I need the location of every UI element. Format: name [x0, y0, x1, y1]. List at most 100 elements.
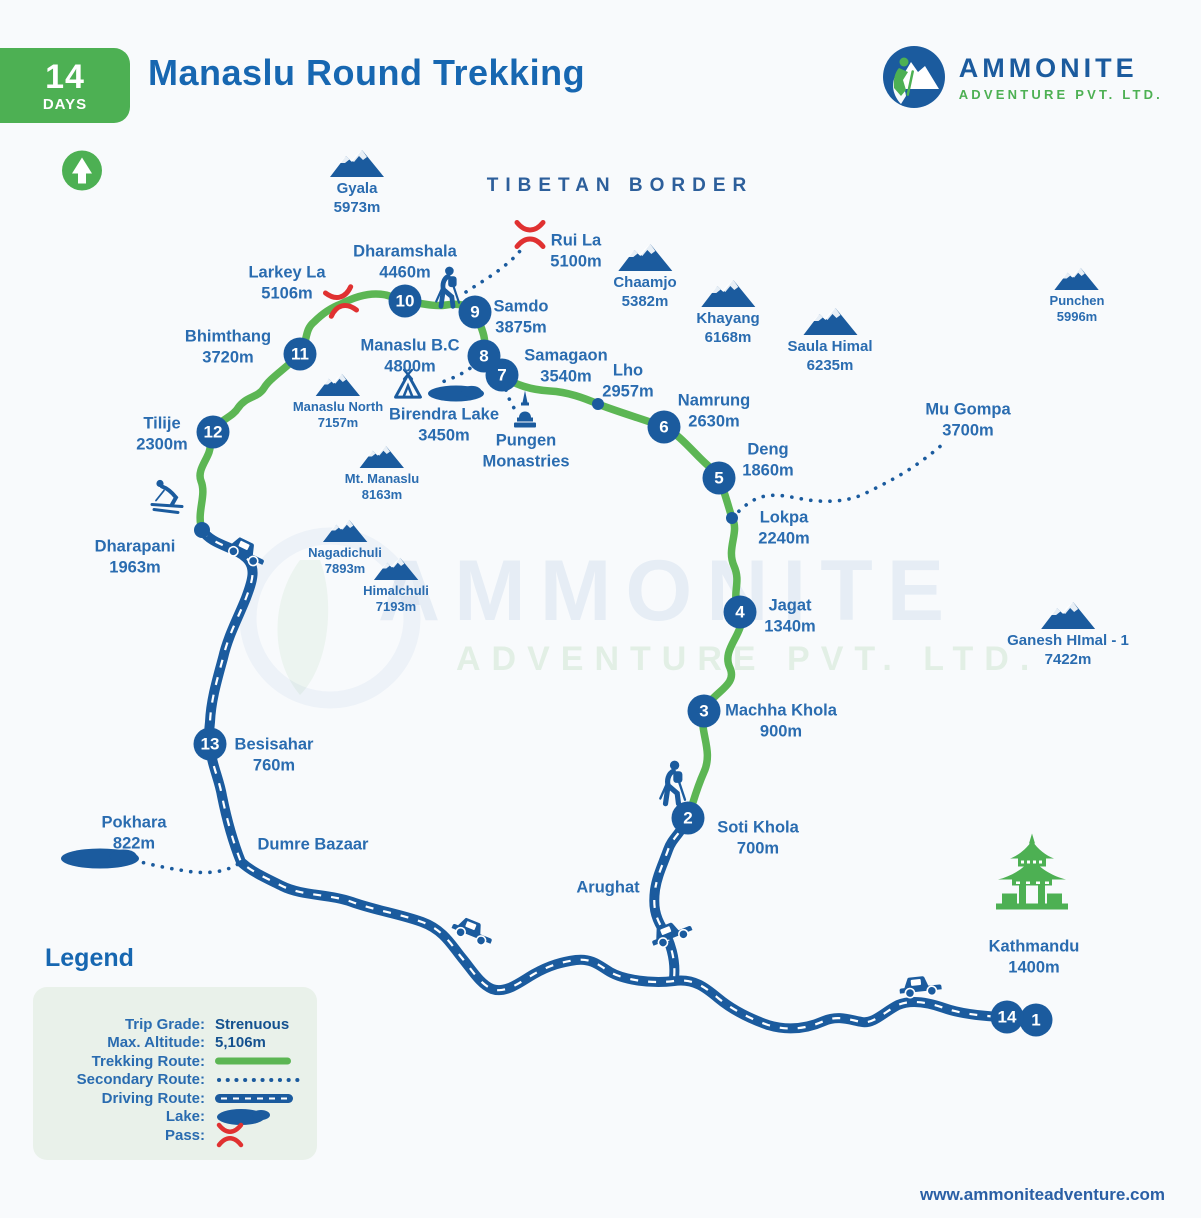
- place-label-line: 1400m: [1008, 958, 1060, 976]
- place-label-line: Tilije: [143, 414, 181, 433]
- mountain-peak-icon: [1041, 602, 1095, 629]
- legend-row-value: Strenuous: [215, 1015, 290, 1033]
- mountain-elevation: 6168m: [704, 328, 752, 346]
- place-label: Kathmandu 1400m: [989, 936, 1080, 977]
- legend-row-label: Pass:: [164, 1126, 205, 1144]
- lake-icon: [424, 382, 488, 411]
- place-label-line: 1340m: [764, 617, 816, 635]
- tibetan-border-label: TIBETAN BORDER: [486, 175, 754, 196]
- place-label-line: Dumre Bazaar: [257, 835, 369, 854]
- place-label-line: 760m: [252, 756, 296, 774]
- place-label: Mu Gompa 3700m: [925, 399, 1010, 440]
- place-label-line: 5106m: [261, 284, 313, 302]
- jeep-icon: [451, 914, 497, 949]
- tent-icon: [391, 367, 425, 406]
- place-label: Jagat 1340m: [764, 595, 815, 636]
- legend-row: Max. Altitude:5,106m: [33, 1034, 317, 1053]
- place-label-line: 3875m: [495, 318, 547, 336]
- place-label-line: 4460m: [379, 263, 431, 281]
- pass-icon: [513, 219, 547, 256]
- mountain-elevation: 5382m: [621, 292, 669, 310]
- place-label: Soti Khola 700m: [717, 817, 799, 858]
- logo-name: AMMONITE: [958, 52, 1138, 83]
- waypoint-marker-11: 11: [283, 337, 317, 371]
- legend-row: Trip Grade:Strenuous: [33, 1015, 317, 1034]
- waypoint-marker-5: 5: [702, 461, 736, 495]
- mountain-name: Mt. Manaslu: [344, 471, 420, 486]
- place-label-line: Machha Khola: [725, 701, 837, 720]
- mountain-elevation: 8163m: [361, 487, 403, 503]
- hiker-icon: [653, 760, 692, 817]
- mountain-peak-icon: [802, 308, 857, 335]
- north-arrow-icon: [62, 150, 102, 191]
- mountain-name: Punchen: [1049, 293, 1105, 308]
- place-label-line: 700m: [736, 839, 780, 857]
- pagoda-icon: [996, 833, 1068, 910]
- skier-icon: [148, 477, 190, 522]
- secondary-routes: [123, 244, 946, 875]
- website-link[interactable]: www.ammoniteadventure.com: [920, 1185, 1165, 1204]
- place-label-line: 5100m: [550, 252, 602, 270]
- place-label-line: 3700m: [942, 421, 994, 439]
- stupa-icon: [514, 390, 536, 428]
- company-logo: AMMONITE ADVENTURE PVT. LTD.: [881, 44, 1163, 110]
- place-label: Manaslu B.C 4800m: [360, 335, 459, 376]
- legend-row-swatch: [215, 1093, 295, 1104]
- skier-icon: [150, 479, 184, 514]
- place-label-line: 3720m: [202, 348, 254, 366]
- place-label: Samdo 3875m: [493, 296, 548, 337]
- mountain-peak-icon: [1054, 267, 1100, 290]
- place-label: Dumre Bazaar: [258, 835, 369, 856]
- mountain-peak-icon: [359, 445, 405, 468]
- waypoint-marker-2: 2: [671, 801, 705, 835]
- legend-row-swatch: [215, 1107, 273, 1127]
- place-label: Tilije 2300m: [136, 413, 187, 454]
- place-label-line: Deng: [747, 440, 789, 459]
- place-label-line: Larkey La: [248, 263, 326, 282]
- mountain-elevation: 7193m: [375, 599, 417, 615]
- place-label-line: Samdo: [493, 297, 549, 316]
- mountain-peak-icon: [700, 280, 755, 307]
- waypoint-marker-10: 10: [388, 284, 422, 318]
- place-label-line: Pokhara: [101, 813, 167, 832]
- legend-row-label: Driving Route:: [101, 1089, 205, 1107]
- place-label-line: Manaslu B.C: [360, 336, 460, 355]
- waypoint-marker-4: 4: [723, 595, 757, 629]
- place-label-line: Besisahar: [234, 735, 314, 754]
- hiker-icon: [429, 266, 465, 319]
- route-dot: [726, 512, 738, 524]
- place-label-line: Soti Khola: [717, 818, 799, 837]
- mountain-peak-icon: [330, 150, 384, 177]
- mountain-peak-icon: [322, 519, 368, 542]
- place-label-line: Samagaon: [524, 346, 608, 365]
- place-label-line: 4800m: [384, 357, 436, 375]
- mountain-name: Manaslu North: [292, 399, 384, 414]
- legend-title: Legend: [45, 944, 134, 972]
- mountain-peak-icon: [315, 373, 361, 396]
- days-badge: 14 DAYS: [0, 48, 130, 123]
- place-label-line: Mu Gompa: [925, 400, 1011, 419]
- logo-subtitle: ADVENTURE PVT. LTD.: [958, 86, 1163, 102]
- north-arrow-icon: [61, 150, 103, 197]
- place-label: Besisahar 760m: [235, 734, 314, 775]
- place-label-line: Jagat: [768, 596, 812, 615]
- driving-route-swatch: [215, 1093, 293, 1103]
- mountain-name: Khayang: [696, 310, 760, 327]
- place-label-line: Kathmandu: [988, 937, 1080, 956]
- place-label-line: 822m: [112, 834, 156, 852]
- watermark-logo-hiker: [277, 560, 329, 695]
- legend-row: Pass:: [33, 1123, 317, 1148]
- place-label-line: 2300m: [136, 435, 188, 453]
